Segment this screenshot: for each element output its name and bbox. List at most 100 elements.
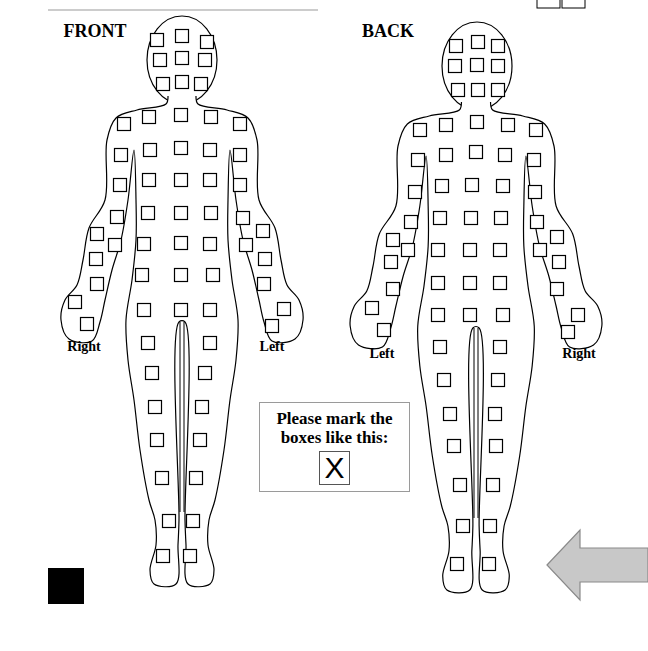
check-box <box>118 118 131 131</box>
check-box <box>434 341 447 354</box>
check-box <box>440 149 453 162</box>
check-box <box>175 142 188 155</box>
check-box <box>366 302 379 315</box>
check-box <box>201 36 214 49</box>
check-box <box>432 277 445 290</box>
check-box <box>204 144 217 157</box>
side-label: Left <box>370 346 395 361</box>
check-box <box>175 207 188 220</box>
check-box <box>551 231 564 244</box>
check-box <box>402 244 415 257</box>
check-box <box>115 149 128 162</box>
check-box <box>138 238 151 251</box>
check-box <box>492 40 505 53</box>
check-box <box>470 146 483 159</box>
check-box <box>278 303 291 316</box>
check-box <box>143 111 156 124</box>
check-box <box>434 212 447 225</box>
check-box <box>492 60 505 73</box>
scan-mark <box>48 568 84 604</box>
check-box <box>534 244 547 257</box>
check-box <box>91 278 104 291</box>
check-box <box>451 558 464 571</box>
check-box <box>436 180 449 193</box>
next-arrow <box>547 530 648 600</box>
check-box <box>207 269 220 282</box>
check-box <box>114 179 127 192</box>
check-box <box>471 116 484 129</box>
check-box <box>450 40 463 53</box>
check-box <box>146 367 159 380</box>
check-box <box>259 253 272 266</box>
check-box <box>489 408 502 421</box>
check-box <box>257 225 270 238</box>
check-box <box>471 59 484 72</box>
check-box <box>149 401 162 414</box>
check-box <box>111 211 124 224</box>
check-box <box>492 374 505 387</box>
check-box <box>466 179 479 192</box>
body-figures <box>61 16 602 593</box>
check-box <box>157 78 170 91</box>
check-box <box>163 515 176 528</box>
check-box <box>465 212 478 225</box>
check-box <box>142 337 155 350</box>
check-box <box>487 479 500 492</box>
id-box <box>562 0 585 8</box>
check-box <box>448 440 461 453</box>
check-box <box>387 283 400 296</box>
sample-mark: X <box>324 453 345 483</box>
check-box <box>175 174 188 187</box>
check-box <box>237 212 250 225</box>
check-box <box>190 472 203 485</box>
check-box <box>136 269 149 282</box>
check-box <box>176 76 189 89</box>
check-box <box>444 408 457 421</box>
check-box <box>529 186 542 199</box>
check-box <box>156 472 169 485</box>
check-box <box>497 309 510 322</box>
check-box <box>464 277 477 290</box>
check-box <box>495 212 508 225</box>
check-box <box>457 520 470 533</box>
check-box <box>449 60 462 73</box>
check-box <box>497 180 510 193</box>
check-box <box>562 326 575 339</box>
check-box <box>175 109 188 122</box>
leg-divider <box>184 322 185 512</box>
check-box <box>472 84 485 97</box>
check-box <box>175 269 188 282</box>
check-box <box>432 309 445 322</box>
leg-divider <box>478 328 479 518</box>
head-outline <box>442 22 512 110</box>
check-box <box>144 144 157 157</box>
check-box <box>175 237 188 250</box>
check-box <box>530 124 543 137</box>
check-box <box>409 186 422 199</box>
check-box <box>205 111 218 124</box>
check-box <box>184 550 197 563</box>
view-heading: FRONT <box>64 22 127 42</box>
check-box <box>205 207 218 220</box>
check-box <box>204 337 217 350</box>
check-box <box>528 154 541 167</box>
check-box <box>151 434 164 447</box>
check-box <box>432 244 445 257</box>
check-box <box>414 124 427 137</box>
check-box <box>204 238 217 251</box>
check-box <box>551 283 564 296</box>
check-box <box>138 304 151 317</box>
check-box <box>502 119 515 132</box>
check-box <box>90 253 103 266</box>
side-label: Right <box>67 339 100 354</box>
check-box <box>81 318 94 331</box>
check-box <box>405 216 418 229</box>
check-box <box>199 367 212 380</box>
check-box <box>531 216 544 229</box>
check-box <box>266 320 279 333</box>
check-box <box>151 34 164 47</box>
view-heading: BACK <box>362 22 414 42</box>
check-box <box>553 256 566 269</box>
